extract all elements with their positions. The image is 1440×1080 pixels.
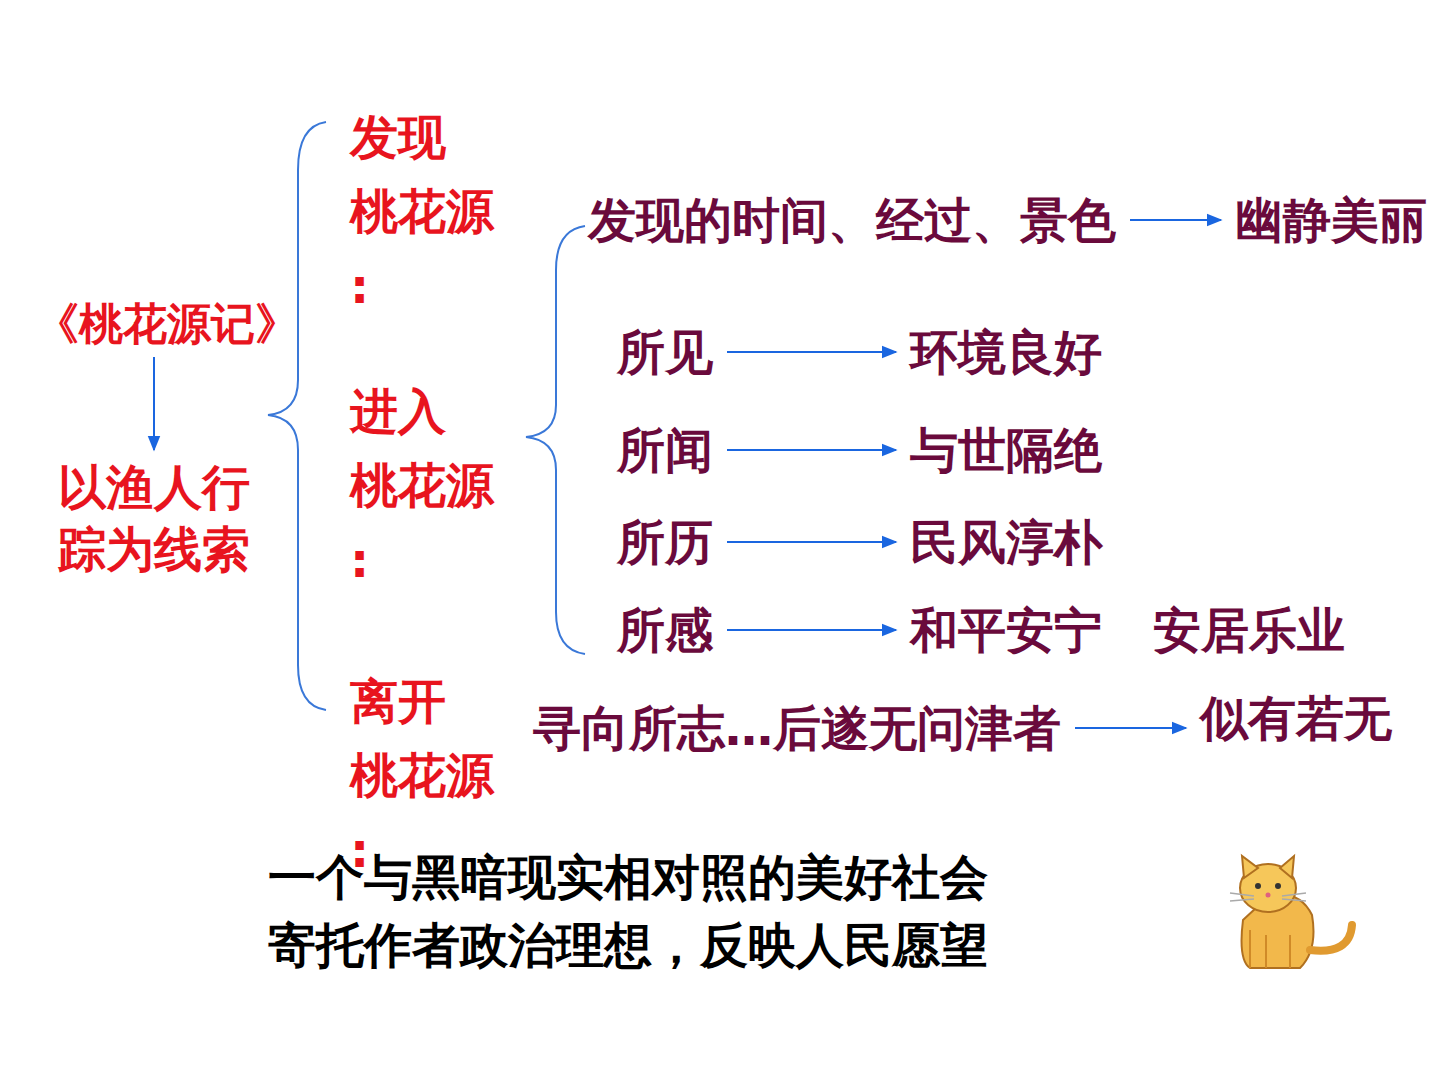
node-text: 《桃花源记》 [35,296,299,351]
main-brace [268,122,326,710]
arrow-connector [727,449,896,451]
text-node: 与世隔绝 [910,420,1102,480]
text-node: 发现的时间、经过、景色 [588,190,1116,250]
node-text: 环境良好 [910,322,1102,382]
text-node: 所见 [617,322,713,382]
summary-text: 一个与黑暗现实相对照的美好社会 [268,846,988,910]
arrow-connector [1075,727,1186,729]
node-text: 幽静美丽 [1235,190,1427,250]
node-text: 所闻 [617,420,713,480]
node-text: 似有若无 [1200,688,1392,748]
summary-text: 寄托作者政治理想，反映人民愿望 [268,914,988,978]
text-node: 民风淳朴 [910,512,1102,572]
node-text: 和平安宁 安居乐业 [910,600,1345,660]
text-node: 所感 [617,600,713,660]
node-text: 所历 [617,512,713,572]
text-node: 似有若无 [1200,688,1392,748]
text-node: 幽静美丽 [1235,190,1427,250]
node-text: 进入 桃花源 : [350,374,510,597]
text-node: 环境良好 [910,322,1102,382]
node-text: 民风淳朴 [910,512,1102,572]
text-node: 寻向所志…后遂无问津者 [533,698,1061,758]
text-node: 进入 桃花源 : [350,374,510,597]
arrow-connector [153,357,155,450]
node-text: 与世隔绝 [910,420,1102,480]
node-text: 所感 [617,600,713,660]
node-text: 发现 桃花源 : [350,100,510,323]
text-node: 发现 桃花源 : [350,100,510,323]
text-node: 所历 [617,512,713,572]
sub-brace [526,226,585,654]
node-text: 所见 [617,322,713,382]
text-node: 《桃花源记》 [35,296,299,351]
node-text: 以渔人行踪为线索 [48,456,260,581]
arrow-connector [727,541,896,543]
arrow-connector [1130,219,1221,221]
node-text: 寻向所志…后遂无问津者 [533,698,1061,758]
arrow-connector [727,629,896,631]
node-text: 发现的时间、经过、景色 [588,190,1116,250]
text-node: 以渔人行踪为线索 [48,456,260,581]
text-node: 和平安宁 安居乐业 [910,600,1345,660]
arrow-connector [727,351,896,353]
text-node: 所闻 [617,420,713,480]
cat-illustration [1230,856,1352,968]
